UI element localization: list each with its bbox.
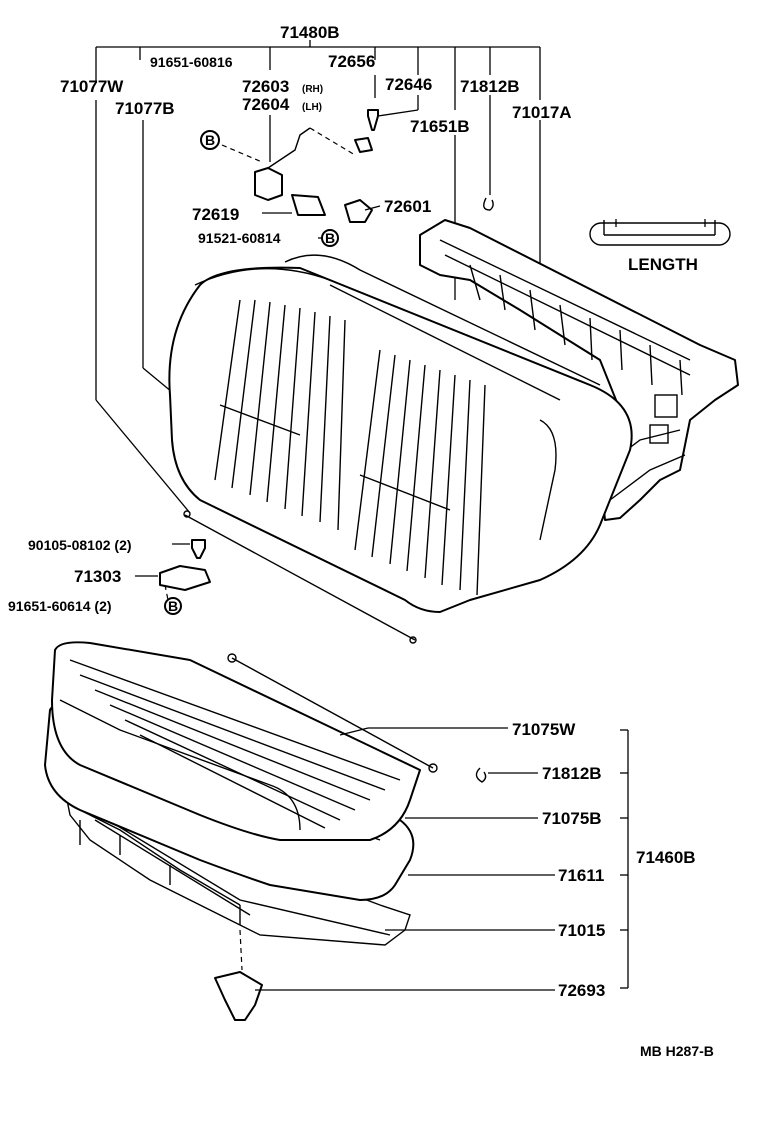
label-91651-60614: 91651-60614 (2) bbox=[8, 598, 112, 614]
label-71075B: 71075B bbox=[542, 809, 602, 828]
svg-text:B: B bbox=[168, 598, 178, 614]
clip-71812B-top bbox=[483, 197, 494, 211]
length-inset bbox=[589, 219, 731, 246]
label-71480B: 71480B bbox=[280, 23, 340, 42]
label-90105-08102: 90105-08102 (2) bbox=[28, 537, 132, 553]
diagram-code: MB H287-B bbox=[640, 1043, 714, 1059]
label-71077B: 71077B bbox=[115, 99, 175, 118]
label-91521-60814: 91521-60814 bbox=[198, 230, 281, 246]
label-72656: 72656 bbox=[328, 52, 375, 71]
label-72693: 72693 bbox=[558, 981, 605, 1000]
hinge-cover-72603 bbox=[254, 127, 311, 201]
label-72619: 72619 bbox=[192, 205, 239, 224]
bolt-90105 bbox=[191, 539, 206, 559]
bolt-marker-mid: B bbox=[321, 229, 339, 247]
label-71015: 71015 bbox=[558, 921, 605, 940]
label-71651B: 71651B bbox=[410, 117, 470, 136]
svg-text:B: B bbox=[205, 132, 215, 148]
seatback-cushion bbox=[168, 254, 633, 613]
hook-72693 bbox=[214, 971, 263, 1021]
label-72604: 72604 bbox=[242, 95, 290, 114]
seatback-frame-71017A bbox=[419, 219, 739, 521]
bolt-marker-top: B bbox=[200, 130, 220, 150]
bolt-marker-low: B bbox=[164, 597, 182, 615]
seatback-rod bbox=[184, 514, 416, 641]
seat-cover-71075B bbox=[51, 641, 421, 841]
label-71812B-bottom: 71812B bbox=[542, 764, 602, 783]
label-72604-suffix: (LH) bbox=[302, 102, 322, 113]
label-71460B: 71460B bbox=[636, 848, 696, 867]
svg-text:B: B bbox=[325, 230, 335, 246]
label-71303: 71303 bbox=[74, 567, 121, 586]
label-71812B-top: 71812B bbox=[460, 77, 520, 96]
label-91651-60816: 91651-60816 bbox=[150, 54, 233, 70]
label-71075W: 71075W bbox=[512, 720, 576, 739]
screw-72656 bbox=[367, 109, 379, 131]
clip-72619 bbox=[291, 194, 326, 216]
bracket-72601 bbox=[344, 199, 373, 223]
assembly-bracket-71460B bbox=[620, 729, 629, 989]
label-72646: 72646 bbox=[385, 75, 432, 94]
bracket-71303 bbox=[159, 565, 211, 591]
label-71611: 71611 bbox=[558, 866, 604, 885]
label-71017A: 71017A bbox=[512, 103, 572, 122]
label-72601: 72601 bbox=[384, 197, 431, 216]
label-72603-suffix: (RH) bbox=[302, 84, 323, 95]
label-length: LENGTH bbox=[628, 255, 698, 274]
label-71077W: 71077W bbox=[60, 77, 124, 96]
clip-71812B-bottom bbox=[475, 767, 487, 783]
assembly-bracket-71480B bbox=[95, 40, 541, 110]
label-72603: 72603 bbox=[242, 77, 289, 96]
seat-rod-71075W bbox=[231, 657, 434, 769]
